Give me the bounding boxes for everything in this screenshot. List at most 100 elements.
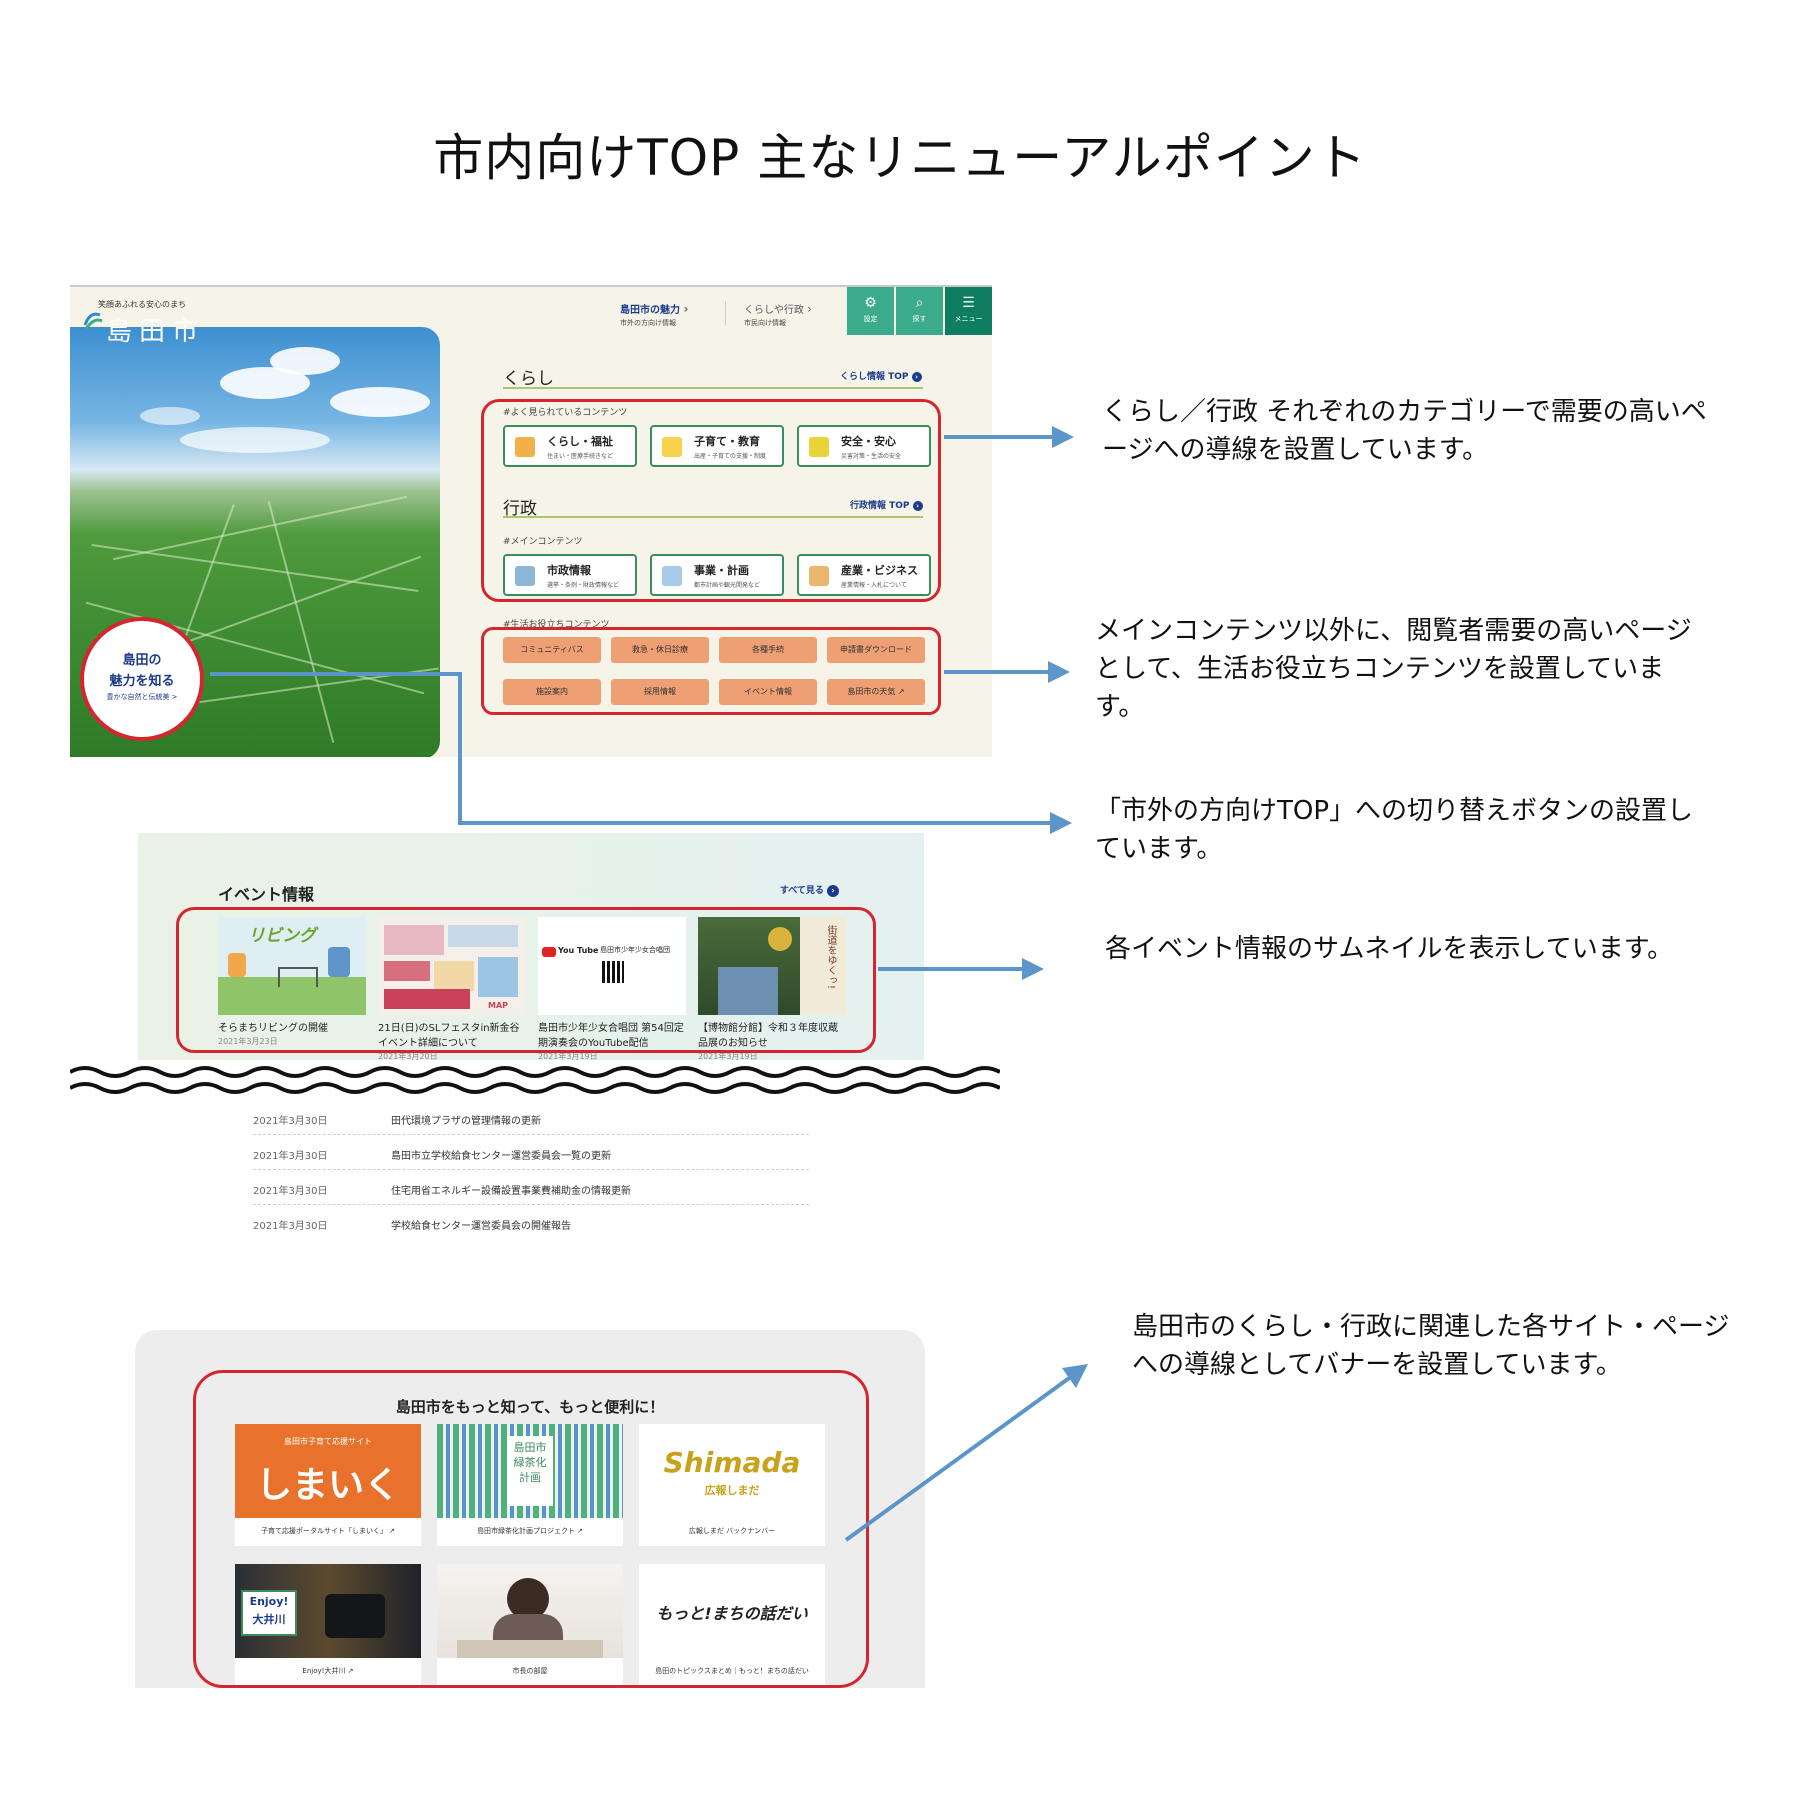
banner-section: 島田市をもっと知って、もっと便利に！ 島田市子育て応援サイト しまいく 子育て応… <box>135 1330 925 1688</box>
gyosei-heading: 行政 <box>503 499 537 519</box>
event-thumbnail: 街道をゆくっ! <box>698 917 846 1015</box>
banner-card[interactable]: Enjoy! 大井川 Enjoy!大井川 ↗ <box>235 1564 421 1686</box>
event-date: 2021年3月20日 <box>378 1052 438 1061</box>
search-label: 探す <box>912 315 927 323</box>
arrow-line <box>944 670 1050 674</box>
gyosei-top-link[interactable]: 行政情報 TOP› <box>850 498 923 511</box>
hamburger-icon: ☰ <box>962 295 975 311</box>
event-title: 21日(日)のSLフェスタin新金谷イベント詳細について <box>378 1023 520 1049</box>
menu-button[interactable]: ☰ メニュー <box>945 287 992 335</box>
arrow-line <box>878 967 1024 971</box>
nav-attraction-sub: 市外の方向け情報 <box>620 319 676 327</box>
banner-caption: 島田市緑茶化計画プロジェクト ↗ <box>476 1527 584 1535</box>
attraction-switch-button[interactable]: 島田の 魅力を知る 豊かな自然と伝統美 > <box>80 617 204 741</box>
highlight-main-categories <box>481 399 941 602</box>
banner-img-sub: 広報しまだ <box>704 1484 760 1497</box>
news-row[interactable]: 2021年3月30日 住宅用省エネルギー設備設置事業費補助金の情報更新 <box>253 1170 809 1205</box>
youtube-icon <box>542 947 556 957</box>
note-event-thumbnails: 各イベント情報のサムネイルを表示しています。 <box>1105 934 1674 964</box>
util-button[interactable]: 申請書ダウンロード <box>827 637 925 663</box>
event-all-link[interactable]: すべて見る › <box>780 883 839 897</box>
banner-image: Enjoy! 大井川 <box>235 1564 421 1658</box>
news-date: 2021年3月30日 <box>253 1116 328 1127</box>
highlight-event-thumbnails <box>176 907 876 1053</box>
search-icon: ⌕ <box>915 295 924 311</box>
event-card[interactable]: MAP 21日(日)のSLフェスタin新金谷イベント詳細について 2021年3月… <box>378 917 526 1062</box>
banner-image <box>437 1564 623 1658</box>
news-row[interactable]: 2021年3月30日 田代環境プラザの管理情報の更新 <box>253 1100 809 1135</box>
event-card[interactable]: 街道をゆくっ! 【博物館分館】令和３年度収蔵品展のお知らせ 2021年3月19日 <box>698 917 846 1062</box>
util-button[interactable]: 施設案内 <box>503 679 601 705</box>
nav-living-sub: 市民向け情報 <box>744 319 786 327</box>
banner-img-text: 島田市緑茶化計画 <box>513 1441 547 1484</box>
search-button[interactable]: ⌕ 探す <box>896 287 943 335</box>
nav-attraction[interactable]: 島田市の魅力 › 市外の方向け情報 <box>620 301 688 328</box>
menu-label: メニュー <box>954 315 983 323</box>
highlight-banners <box>193 1370 869 1688</box>
util-tag: #生活お役立ちコンテンツ <box>503 620 610 630</box>
card-kurashi-welfare[interactable]: くらし・福祉 住まい・医療手続きなど <box>503 425 637 467</box>
arrow-right-icon <box>1050 812 1072 834</box>
attraction-label-1: 島田の <box>122 653 162 668</box>
news-title: 住宅用省エネルギー設備設置事業費補助金の情報更新 <box>391 1186 631 1197</box>
card-projects[interactable]: 事業・計画 都市計画や観光開発など <box>650 554 784 596</box>
event-card[interactable]: リビング そらまちリビングの開催 2021年3月23日 <box>218 917 366 1047</box>
card-business[interactable]: 産業・ビジネス 産業情報・入札について <box>797 554 931 596</box>
card-title: 安全・安心 <box>841 435 896 448</box>
news-row[interactable]: 2021年3月30日 学校給食センター運営委員会の開催報告 <box>253 1205 809 1240</box>
util-button[interactable]: 救急・休日診療 <box>611 637 709 663</box>
news-date: 2021年3月30日 <box>253 1151 328 1162</box>
event-section: イベント情報 すべて見る › リビング そらまちリビングの開催 2021年3月2… <box>138 833 924 1063</box>
util-button[interactable]: 採用情報 <box>611 679 709 705</box>
nav-living[interactable]: くらしや行政 › 市民向け情報 <box>744 301 812 328</box>
event-thumbnail: You Tube 島田市少年少女合唱団 <box>538 917 686 1015</box>
kurashi-top-link[interactable]: くらし情報 TOP› <box>840 369 922 382</box>
attraction-sub: 豊かな自然と伝統美 > <box>106 693 178 701</box>
news-row[interactable]: 2021年3月30日 島田市立学校給食センター運営委員会一覧の更新 <box>253 1135 809 1170</box>
event-date: 2021年3月23日 <box>218 1037 278 1046</box>
banner-img-text: Enjoy! 大井川 <box>249 1595 289 1626</box>
kurashi-top-link-label: くらし情報 TOP <box>840 372 909 382</box>
util-button[interactable]: 島田市の天気 ↗ <box>827 679 925 705</box>
event-title: そらまちリビングの開催 <box>218 1023 328 1034</box>
page-title: 市内向けTOP 主なリニューアルポイント <box>433 129 1367 187</box>
note-banners: 島田市のくらし・行政に関連した各サイト・ページへの導線としてバナーを設置していま… <box>1132 1312 1730 1380</box>
util-button[interactable]: イベント情報 <box>719 679 817 705</box>
site-logo[interactable]: 島田市 <box>106 317 206 347</box>
chevron-right-icon: › <box>827 885 839 897</box>
banner-img-text: もっと!まちの話だい <box>656 1604 808 1623</box>
note-switch-button: 「市外の方向けTOP」への切り替えボタンの設置しています。 <box>1095 796 1694 864</box>
card-city-info[interactable]: 市政情報 選挙・条例・財政情報など <box>503 554 637 596</box>
event-title: 【博物館分館】令和３年度収蔵品展のお知らせ <box>698 1023 838 1049</box>
card-safety[interactable]: 安全・安心 災害対策・生活の安全 <box>797 425 931 467</box>
arrow-line <box>944 435 1054 439</box>
news-date: 2021年3月30日 <box>253 1221 328 1232</box>
arrow-line <box>210 672 460 676</box>
util-button[interactable]: 各種手続 <box>719 637 817 663</box>
card-title: 事業・計画 <box>694 564 749 577</box>
event-thumbnail: MAP <box>378 917 526 1015</box>
util-button[interactable]: コミュニティバス <box>503 637 601 663</box>
banner-card[interactable]: 島田市緑茶化計画 島田市緑茶化計画プロジェクト ↗ <box>437 1424 623 1546</box>
event-thumb-text: 島田市少年少女合唱団 <box>600 946 670 954</box>
banner-card[interactable]: 島田市子育て応援サイト しまいく 子育て応援ポータルサイト「しまいく」 ↗ <box>235 1424 421 1546</box>
avatar <box>507 1578 549 1620</box>
event-card[interactable]: You Tube 島田市少年少女合唱団 島田市少年少女合唱団 第54回定期演奏会… <box>538 917 686 1062</box>
card-childcare[interactable]: 子育て・教育 出産・子育ての支援・制度 <box>650 425 784 467</box>
city-logo-icon <box>83 312 103 330</box>
banner-card[interactable]: 市長の部屋 <box>437 1564 623 1686</box>
banner-card[interactable]: Shimada 広報しまだ 広報しまだ バックナンバー <box>639 1424 825 1546</box>
chevron-right-icon: › <box>807 302 812 316</box>
banner-caption: 市長の部屋 <box>512 1667 548 1675</box>
event-heading: イベント情報 <box>218 885 315 904</box>
banner-card[interactable]: もっと!まちの話だい 島田のトピックスまとめ｜もっと！まちの話だい <box>639 1564 825 1686</box>
event-date: 2021年3月19日 <box>538 1052 598 1061</box>
gyosei-tag: #メインコンテンツ <box>503 537 583 547</box>
settings-button[interactable]: ⚙ 設定 <box>847 287 894 335</box>
chevron-right-icon: › <box>683 302 689 316</box>
document-icon <box>515 566 535 586</box>
site-tagline: 笑顔あふれる安心のまち <box>98 300 186 309</box>
event-date: 2021年3月19日 <box>698 1052 758 1061</box>
news-title: 学校給食センター運営委員会の開催報告 <box>391 1221 571 1232</box>
card-sub: 都市計画や観光開発など <box>694 582 761 589</box>
